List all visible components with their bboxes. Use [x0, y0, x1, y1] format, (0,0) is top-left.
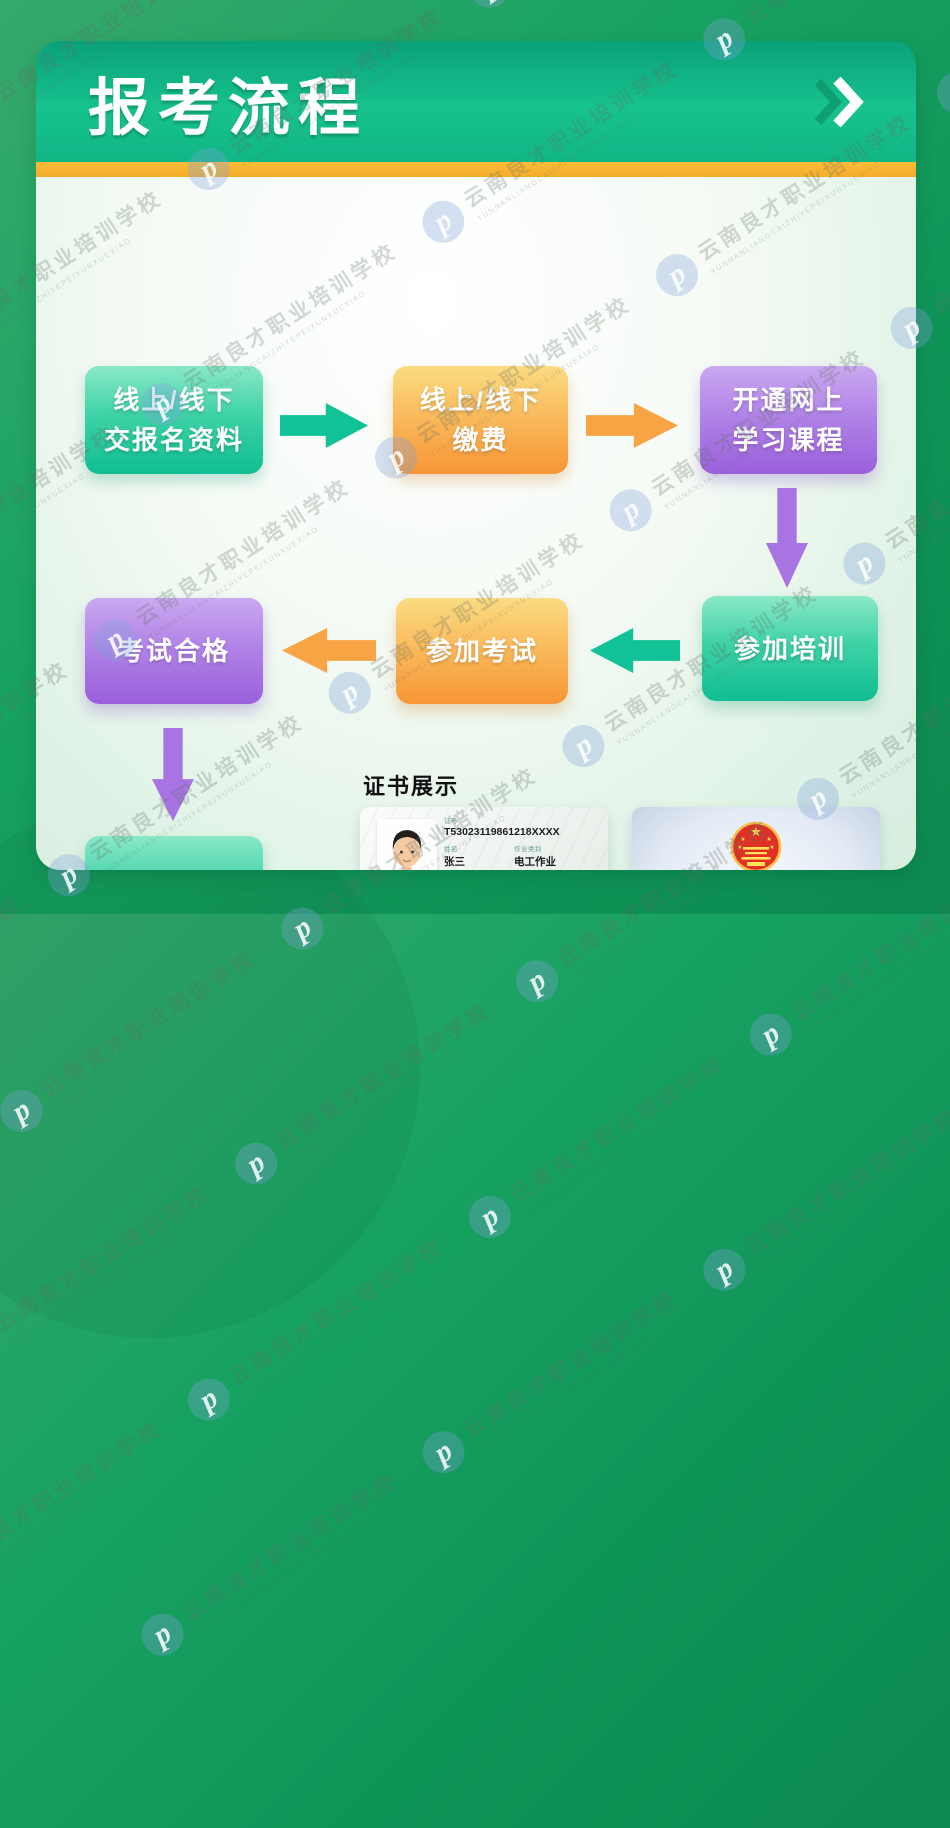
- id-photo: [377, 819, 437, 870]
- avatar-man-illustration: [377, 819, 437, 870]
- arrow-left-icon: [590, 628, 680, 673]
- school-logo-icon: p: [414, 1423, 473, 1482]
- background-circle-decoration: [0, 798, 420, 1338]
- promo-poster: { "header": { "title": "报考流程", "chevron_…: [0, 0, 950, 1664]
- school-logo-icon: p: [0, 86, 5, 145]
- certificate-section-title: 证书展示: [363, 774, 460, 799]
- watermark-school-name-pinyin: YUNNANLIANGCAIZHIYEPEIXUNXUEXIAO: [802, 918, 950, 1036]
- school-logo-icon: p: [928, 63, 950, 122]
- field-cert-number: 证号 T53023119861218XXXX: [444, 818, 560, 838]
- watermark-school-name-pinyin: YUNNANLIANGCAIZHIYEPEIXUNXUEXIAO: [521, 1100, 695, 1218]
- watermark-school-name-pinyin: YUNNANLIANGCAIZHIYEPEIXUNXUEXIAO: [193, 1518, 368, 1636]
- field-gender: 性别 男: [444, 869, 458, 870]
- svg-text:★: ★: [740, 836, 745, 843]
- school-logo-icon: p: [741, 1005, 800, 1064]
- flow-step-issue-certificate: 颁发证书: [85, 836, 263, 870]
- watermark-school-name-pinyin: YUNNANLIANGCAIZHIYEPEIXUNXUEXIAO: [755, 1153, 930, 1271]
- flow-step-pay-fee: 线上/线下 缴费: [393, 366, 568, 474]
- watermark-school-name-pinyin: YUNNANLIANGCAIZHIYEPEIXUNXUEXIAO: [756, 0, 950, 40]
- arrow-right-icon: [586, 403, 678, 448]
- school-watermark: p云南良才职业培训学校YUNNANLIANGCAIZHIYEPEIXUNXUEX…: [460, 0, 736, 16]
- double-chevron-right-icon: [814, 76, 864, 127]
- school-watermark: p云南良才职业培训学校YUNNANLIANGCAIZHIYEPEIXUNXUEX…: [928, 0, 950, 122]
- flow-step-open-courses: 开通网上 学习课程: [700, 366, 877, 474]
- watermark-school-name: 云南良才职业培训学校: [179, 1469, 402, 1625]
- school-logo-icon: p: [695, 1240, 754, 1299]
- watermark-school-name: 云南良才职业培训学校: [506, 1051, 729, 1207]
- national-emblem-icon: ★ ★ ★ ★ ★: [730, 821, 782, 870]
- watermark-school-name: 云南良才职业培训学校: [738, 0, 950, 31]
- watermark-school-name: 云南良才职业培训学校: [928, 162, 950, 318]
- svg-text:★: ★: [750, 824, 762, 839]
- watermark-school-name: 云南良才职业培训学校: [787, 869, 950, 1025]
- school-watermark: p云南良才职业培训学校YUNNANLIANGCAIZHIYEPEIXUNXUEX…: [0, 1412, 174, 1611]
- arrow-down-icon: [766, 488, 808, 588]
- school-logo-icon: p: [508, 952, 567, 1011]
- arrow-right-icon: [280, 403, 368, 448]
- arrow-down-icon: [152, 728, 194, 821]
- arrow-left-icon: [282, 628, 376, 673]
- school-logo-icon: p: [460, 1187, 519, 1247]
- field-job-category: 作业类别 电工作业: [514, 846, 556, 868]
- school-logo-icon: p: [460, 0, 519, 16]
- watermark-school-name-pinyin: YUNNANLIANGCAIZHIYEPEIXUNXUEXIAO: [474, 1335, 649, 1454]
- school-logo-icon: p: [179, 1370, 238, 1429]
- certificate-cover: ★ ★ ★ ★ ★ 中 华 人 民 共 和 国 特种作业操作证 中华人民共和国应…: [632, 807, 880, 870]
- flowchart-area: 线上/线下 交报名资料 线上/线下 缴费 开通网上 学习课程 参加培训 参加考试…: [36, 177, 916, 870]
- svg-text:★: ★: [737, 844, 742, 851]
- svg-text:★: ★: [769, 844, 774, 851]
- field-name: 姓名 张三: [444, 846, 465, 868]
- watermark-school-name: 云南良才职业培训学校: [0, 1416, 167, 1572]
- school-logo-icon: p: [133, 1605, 192, 1664]
- main-card: 报考流程 线上/线下 交报名资料 线上/线下 缴费 开通网上 学习课程 参加培训…: [36, 41, 916, 870]
- flow-step-submit-materials: 线上/线下 交报名资料: [85, 366, 263, 474]
- certificate-id-card: mem 证号 T53023119861218XXXX: [360, 807, 608, 870]
- school-logo-icon: p: [0, 1317, 5, 1376]
- flow-step-take-exam: 参加考试: [396, 598, 568, 704]
- page-title: 报考流程: [88, 73, 369, 143]
- watermark-school-name-pinyin: YUNNANLIANGCAIZHIYEPEIXUNXUEXIAO: [943, 211, 950, 329]
- watermark-school-name: 云南良才职业培训学校: [741, 1104, 950, 1260]
- watermark-school-name-pinyin: YUNNANLIANGCAIZHIYEPEIXUNXUEXIAO: [0, 1465, 134, 1583]
- flow-step-pass-exam: 考试合格: [85, 598, 263, 704]
- field-operation-item: 操作项目 低压电工作业: [514, 869, 577, 870]
- flow-step-attend-training: 参加培训: [702, 596, 878, 701]
- accent-bar: [36, 162, 916, 177]
- card-header: 报考流程: [36, 41, 916, 162]
- watermark-school-name: 云南良才职业培训学校: [460, 1286, 683, 1443]
- svg-text:★: ★: [766, 836, 771, 843]
